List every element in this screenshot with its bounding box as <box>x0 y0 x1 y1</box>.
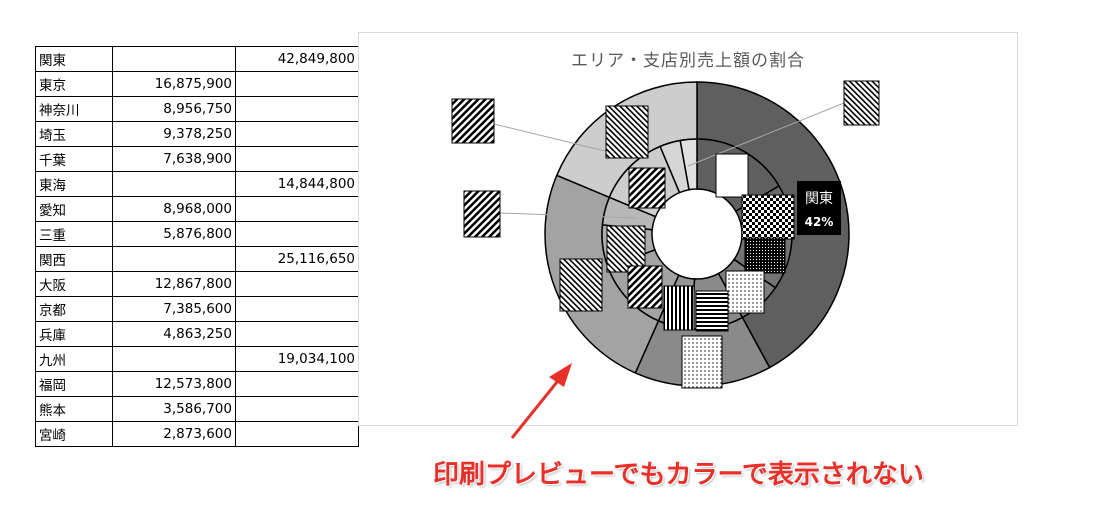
cell-branch-sales[interactable]: 9,378,250 <box>112 121 236 147</box>
table-row[interactable]: 九州 19,034,100 <box>35 346 359 372</box>
cell-branch-sales[interactable]: 8,956,750 <box>112 96 236 122</box>
cell-name[interactable]: 神奈川 <box>35 96 113 122</box>
cell-name[interactable]: 三重 <box>35 221 113 247</box>
data-label-box[interactable] <box>451 98 495 144</box>
cell-branch-sales[interactable]: 7,638,900 <box>112 146 236 172</box>
cell-name[interactable]: 千葉 <box>35 146 113 172</box>
data-label-box[interactable] <box>715 153 749 198</box>
cell-area-sales[interactable] <box>235 121 359 147</box>
cell-branch-sales[interactable]: 5,876,800 <box>112 221 236 247</box>
cell-branch-sales[interactable] <box>112 346 236 372</box>
cell-branch-sales[interactable] <box>112 246 236 272</box>
cell-branch-sales[interactable]: 2,873,600 <box>112 421 236 447</box>
chart-area[interactable]: エリア・支店別売上額の割合 <box>358 32 1018 426</box>
cell-branch-sales[interactable] <box>112 46 236 72</box>
data-label-box[interactable] <box>663 285 695 331</box>
cell-area-sales[interactable] <box>235 221 359 247</box>
cell-area-sales[interactable] <box>235 196 359 222</box>
table-row[interactable]: 関西 25,116,650 <box>35 246 359 272</box>
cell-area-sales[interactable] <box>235 396 359 422</box>
cell-area-sales[interactable]: 25,116,650 <box>235 246 359 272</box>
cell-area-sales[interactable] <box>235 371 359 397</box>
data-label-box[interactable] <box>463 190 501 238</box>
inner-ring-slice[interactable] <box>679 138 698 191</box>
cell-area-sales[interactable]: 42,849,800 <box>235 46 359 72</box>
cell-area-sales[interactable]: 19,034,100 <box>235 346 359 372</box>
chart-title[interactable]: エリア・支店別売上額の割合 <box>571 51 805 71</box>
cell-name[interactable]: 熊本 <box>35 396 113 422</box>
data-label-box[interactable] <box>744 237 786 274</box>
cell-area-sales[interactable] <box>235 321 359 347</box>
cell-area-sales[interactable] <box>235 146 359 172</box>
leader-line <box>499 212 637 219</box>
cell-area-sales[interactable] <box>235 71 359 97</box>
cell-branch-sales[interactable]: 16,875,900 <box>112 71 236 97</box>
annotation-caption: 印刷プレビューでもカラーで表示されない <box>433 460 924 490</box>
cell-name[interactable]: 東海 <box>35 171 113 197</box>
cell-name[interactable]: 東京 <box>35 71 113 97</box>
data-label-box[interactable] <box>843 80 880 126</box>
data-label-box[interactable] <box>725 270 765 314</box>
cell-branch-sales[interactable]: 8,968,000 <box>112 196 236 222</box>
data-label-box[interactable] <box>681 335 723 389</box>
cell-name[interactable]: 兵庫 <box>35 321 113 347</box>
data-label-box[interactable] <box>695 290 729 332</box>
table-row[interactable]: 関東 42,849,800 <box>35 46 359 72</box>
cell-name[interactable]: 関西 <box>35 246 113 272</box>
leader-line <box>493 123 610 153</box>
cell-branch-sales[interactable]: 7,385,600 <box>112 296 236 322</box>
cell-branch-sales[interactable]: 12,867,800 <box>112 271 236 297</box>
kanto-label-percent: 42% <box>805 215 834 229</box>
cell-name[interactable]: 関東 <box>35 46 113 72</box>
cell-name[interactable]: 京都 <box>35 296 113 322</box>
cell-name[interactable]: 大阪 <box>35 271 113 297</box>
cell-name[interactable]: 九州 <box>35 346 113 372</box>
data-label-box[interactable] <box>741 194 795 240</box>
cell-name[interactable]: 宮崎 <box>35 421 113 447</box>
cell-branch-sales[interactable]: 4,863,250 <box>112 321 236 347</box>
cell-area-sales[interactable] <box>235 96 359 122</box>
data-label-box[interactable] <box>605 105 649 159</box>
table-row[interactable]: 東海 14,844,800 <box>35 171 359 197</box>
doughnut-chart[interactable]: 関東 42% <box>359 33 1019 427</box>
cell-name[interactable]: 愛知 <box>35 196 113 222</box>
cell-area-sales[interactable] <box>235 271 359 297</box>
kanto-label-name: 関東 <box>805 191 833 207</box>
cell-name[interactable]: 福岡 <box>35 371 113 397</box>
cell-name[interactable]: 埼玉 <box>35 121 113 147</box>
cell-area-sales[interactable] <box>235 296 359 322</box>
data-label-box[interactable] <box>628 167 666 209</box>
data-label-box[interactable] <box>627 265 663 309</box>
cell-area-sales[interactable]: 14,844,800 <box>235 171 359 197</box>
data-label-box[interactable] <box>559 258 603 312</box>
cell-area-sales[interactable] <box>235 421 359 447</box>
cell-branch-sales[interactable]: 3,586,700 <box>112 396 236 422</box>
kanto-label-box[interactable] <box>797 181 841 235</box>
cell-branch-sales[interactable] <box>112 171 236 197</box>
cell-branch-sales[interactable]: 12,573,800 <box>112 371 236 397</box>
leader-line <box>687 102 845 167</box>
data-label-box[interactable] <box>606 225 646 273</box>
